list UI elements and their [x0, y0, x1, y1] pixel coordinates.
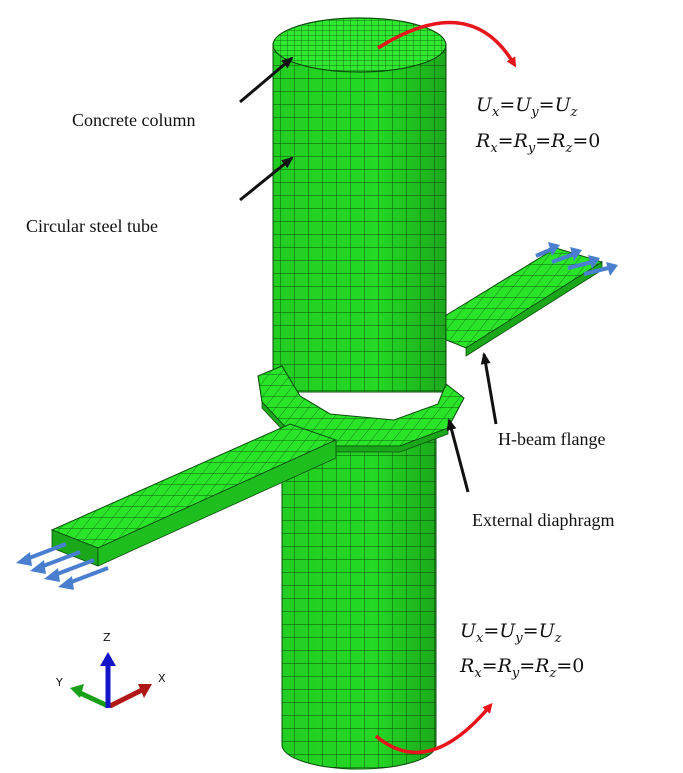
coordinate-triad: Z Y X	[55, 631, 166, 709]
axis-x-label: X	[158, 672, 166, 685]
load-arrow	[535, 247, 553, 258]
rotation-arrow-top	[377, 20, 517, 68]
axis-y-arrow	[76, 689, 110, 709]
leader-concrete-column	[239, 56, 294, 104]
rotation-arrow-bottom	[374, 702, 493, 755]
h-beam-flange-right-arm	[420, 247, 604, 357]
circular-steel-tube	[272, 44, 447, 393]
boundary-displacement-top: Ux=Uy=Uz	[476, 94, 578, 120]
leader-h-beam-flange	[480, 352, 498, 425]
tension-load-arrows-left	[16, 542, 109, 590]
label-external-diaphragm: External diaphragm	[472, 510, 614, 530]
load-arrow	[65, 566, 109, 586]
axis-z-label: Z	[103, 631, 111, 644]
tension-load-arrows-right	[535, 242, 618, 276]
label-h-beam-flange: H-beam flange	[498, 429, 605, 449]
boundary-rotation-bottom: Rx=Ry=Rz=0	[459, 655, 584, 681]
load-arrow	[583, 266, 609, 276]
h-beam-flange-left-arm	[50, 423, 338, 567]
load-arrow	[51, 558, 95, 578]
leader-external-diaphragm	[446, 418, 470, 493]
axis-x-arrow	[108, 687, 144, 709]
load-arrow	[567, 260, 593, 270]
label-circular-steel-tube: Circular steel tube	[26, 216, 158, 236]
label-concrete-column: Concrete column	[72, 110, 195, 130]
load-arrow	[23, 542, 67, 562]
boundary-displacement-bottom: Ux=Uy=Uz	[460, 620, 562, 646]
axis-y-label: Y	[55, 676, 63, 689]
concrete-column-top	[272, 17, 447, 73]
load-arrow	[551, 252, 575, 264]
concrete-filled-column-lower	[281, 419, 437, 770]
boundary-rotation-top: Rx=Ry=Rz=0	[475, 130, 600, 156]
load-arrow	[37, 550, 81, 570]
leader-circular-steel-tube	[239, 156, 294, 202]
